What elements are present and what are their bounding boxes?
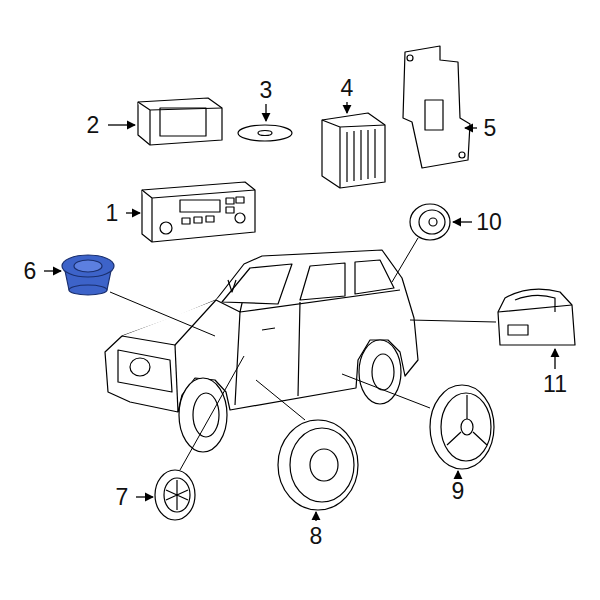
control-module: [498, 289, 575, 345]
callout-number: 10: [476, 211, 502, 234]
callout-number: 6: [24, 260, 37, 283]
tweeter-speaker: [155, 470, 195, 520]
radio-head-unit: [142, 182, 255, 242]
rear-speaker: [430, 385, 494, 469]
leader-lines: [110, 238, 496, 470]
mounting-bracket: [403, 46, 470, 168]
callout-number: 11: [543, 373, 567, 396]
callout-number: 2: [87, 114, 100, 137]
callout-number: 9: [452, 480, 465, 503]
callout-number: 4: [341, 77, 354, 100]
callout-number: 3: [260, 79, 273, 102]
callout-number: 8: [310, 525, 323, 548]
highlighted-speaker: [62, 255, 114, 295]
callout-arrows: [44, 102, 555, 521]
navigation-disc: [238, 125, 292, 141]
vehicle-outline: [105, 250, 418, 452]
callout-number: 1: [106, 202, 119, 225]
display-unit: [138, 98, 222, 145]
callout-number: 5: [484, 117, 497, 140]
callout-number: 7: [116, 486, 129, 509]
amplifier: [322, 113, 385, 188]
front-door-speaker: [278, 420, 358, 510]
rear-door-speaker: [410, 204, 450, 240]
